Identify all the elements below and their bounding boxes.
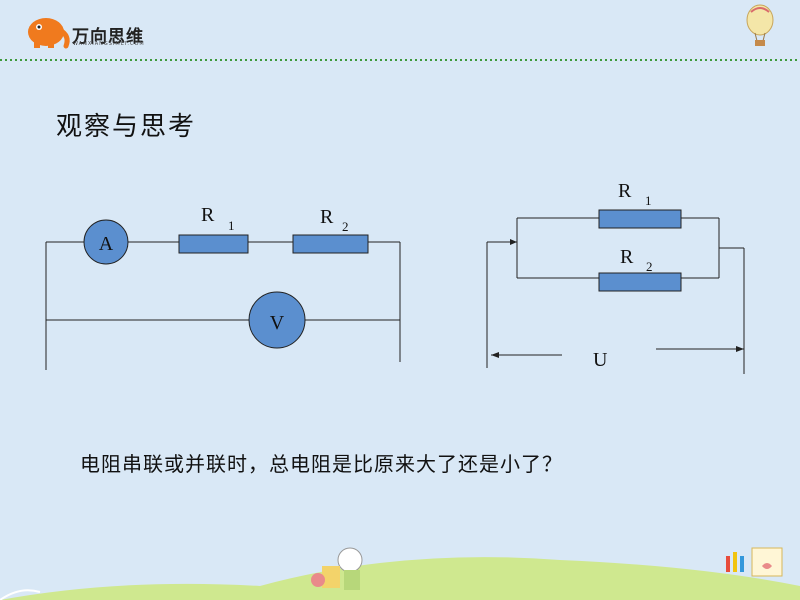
p-resistor-r1	[598, 209, 682, 229]
p-r2-letter: R	[620, 246, 634, 268]
series-circuit	[45, 241, 401, 370]
balloon-icon	[746, 4, 774, 46]
pencils-icon	[726, 547, 783, 577]
u-arrowhead-left	[491, 352, 499, 358]
elephant-icon	[28, 18, 70, 49]
voltmeter	[248, 291, 306, 349]
ammeter-label: A	[99, 233, 114, 255]
resistor-r1	[178, 234, 249, 254]
r2-index: 2	[342, 219, 349, 234]
parallel-circuit	[486, 217, 745, 374]
brand-name: 万向思维	[72, 27, 144, 47]
u-arrowhead-right	[736, 346, 744, 352]
p-r1-index: 1	[645, 193, 652, 208]
r1-index: 1	[228, 218, 235, 233]
voltmeter-label: V	[270, 312, 285, 334]
p-resistor-r2	[598, 272, 682, 292]
slide-title: 观察与思考	[56, 112, 197, 142]
p-r2-index: 2	[646, 259, 653, 274]
brand-logo	[26, 14, 166, 50]
question-text: 电阻串联或并联时，总电阻是比原来大了还是小了？	[80, 452, 563, 476]
r2-letter: R	[320, 206, 334, 228]
header-decor	[0, 4, 800, 61]
cartoon-animals-icon	[311, 547, 363, 590]
voltage-label: U	[593, 349, 608, 371]
header-band	[0, 0, 800, 62]
r1-letter: R	[201, 204, 215, 226]
ground-decor	[0, 547, 800, 600]
p-r1-letter: R	[618, 180, 632, 202]
entry-arrowhead	[510, 239, 517, 245]
resistor-r2	[292, 234, 369, 254]
ammeter	[83, 219, 129, 265]
brand-subtitle: WANXIANGSIMEI.COM	[73, 41, 145, 47]
